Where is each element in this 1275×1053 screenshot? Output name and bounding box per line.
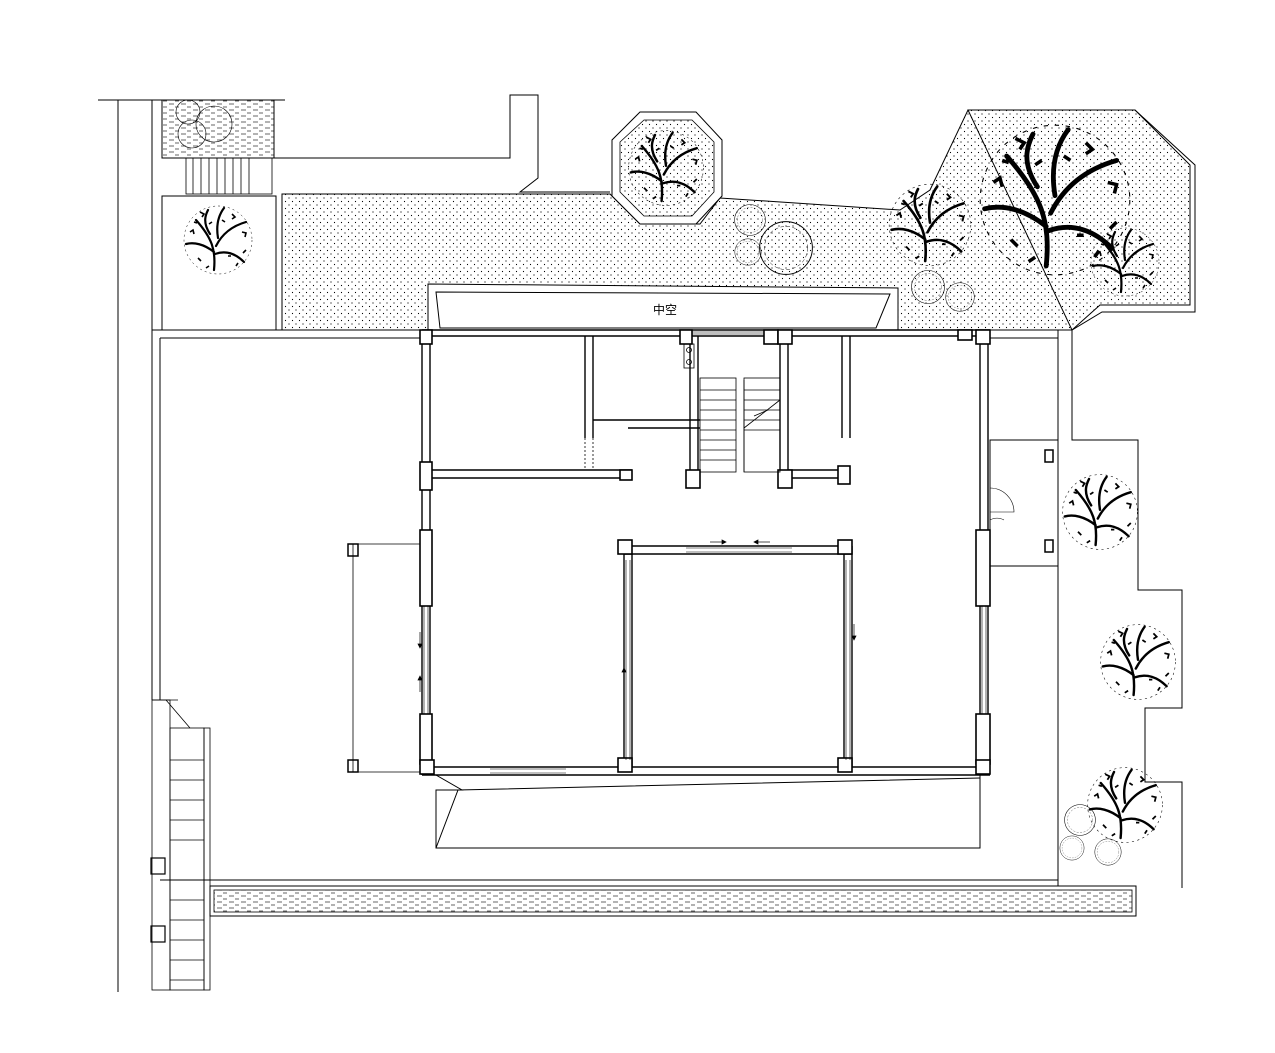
stairs-southwest: [150, 699, 211, 991]
building-walls: [421, 329, 990, 776]
porch-east: [989, 439, 1059, 567]
ramp-south: [434, 774, 981, 849]
pergola-west: [347, 543, 428, 773]
void-area: 中空: [427, 283, 899, 331]
door-arrows: [417, 539, 857, 692]
planter-top-left: [161, 99, 275, 159]
internal-staircase: [699, 377, 781, 473]
trees-east: [1059, 473, 1177, 866]
site-outline-west: [151, 329, 1058, 881]
entry-steps: [185, 157, 273, 195]
columns: [419, 329, 991, 775]
void-label: 中空: [653, 302, 677, 317]
planter-south: [209, 885, 1137, 917]
windows: [423, 331, 987, 774]
fixtures: [584, 343, 695, 470]
site-road-edge: [98, 99, 285, 992]
boundary-wall-east: [1071, 330, 1183, 888]
tree-planter-octagon: [611, 111, 723, 225]
boundary-wall-top: [274, 94, 610, 193]
tree-planter-left: [161, 195, 277, 331]
